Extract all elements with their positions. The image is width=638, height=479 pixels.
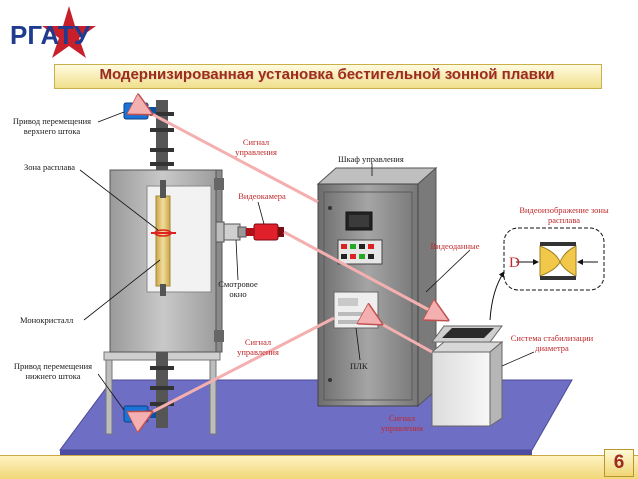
- label-video-image: Видеоизображение зоны расплава: [519, 205, 609, 225]
- video-camera-icon: [246, 223, 284, 241]
- video-data-arrow: [283, 230, 444, 318]
- label-diameter: D: [509, 255, 520, 271]
- crystal-rod: [155, 195, 171, 287]
- signal-arrow-mid: [148, 316, 335, 414]
- title-bar: [54, 64, 602, 89]
- stabilization-pc: [431, 351, 491, 427]
- label-stabilization-system: Система стабилизации диаметра: [510, 333, 594, 353]
- label-lower-drive: Привод перемещения нижнего штока: [13, 361, 93, 381]
- label-control-cabinet: Шкаф управления: [338, 154, 404, 164]
- rgatu-logo-icon: РГАТУ: [10, 6, 96, 58]
- footer-bar: [0, 455, 638, 479]
- label-videocamera: Видеокамера: [238, 191, 286, 201]
- label-viewing-window: Смотровое окно: [218, 279, 258, 299]
- label-video-data: Видеоданные: [430, 241, 480, 251]
- slide-title: Модернизированная установка бестигельной…: [99, 66, 555, 83]
- plc-icon: [333, 291, 379, 329]
- label-upper-drive: Привод перемещения верхнего штока: [12, 116, 92, 136]
- label-signal-top: Сигнал управления: [235, 137, 277, 157]
- signal-arrow-bottom: [378, 322, 433, 354]
- label-signal-mid: Сигнал управления: [237, 337, 279, 357]
- signal-arrow-top: [148, 112, 319, 204]
- upper-drive-motor-icon: [123, 102, 156, 120]
- page-number: 6: [604, 449, 634, 477]
- label-plc: ПЛК: [350, 361, 368, 371]
- label-melt-zone: Зона расплава: [24, 162, 75, 172]
- logo-text: РГАТУ: [10, 20, 91, 50]
- label-signal-bottom: Сигнал управления: [381, 413, 423, 433]
- label-monocrystal: Монокристалл: [20, 315, 74, 325]
